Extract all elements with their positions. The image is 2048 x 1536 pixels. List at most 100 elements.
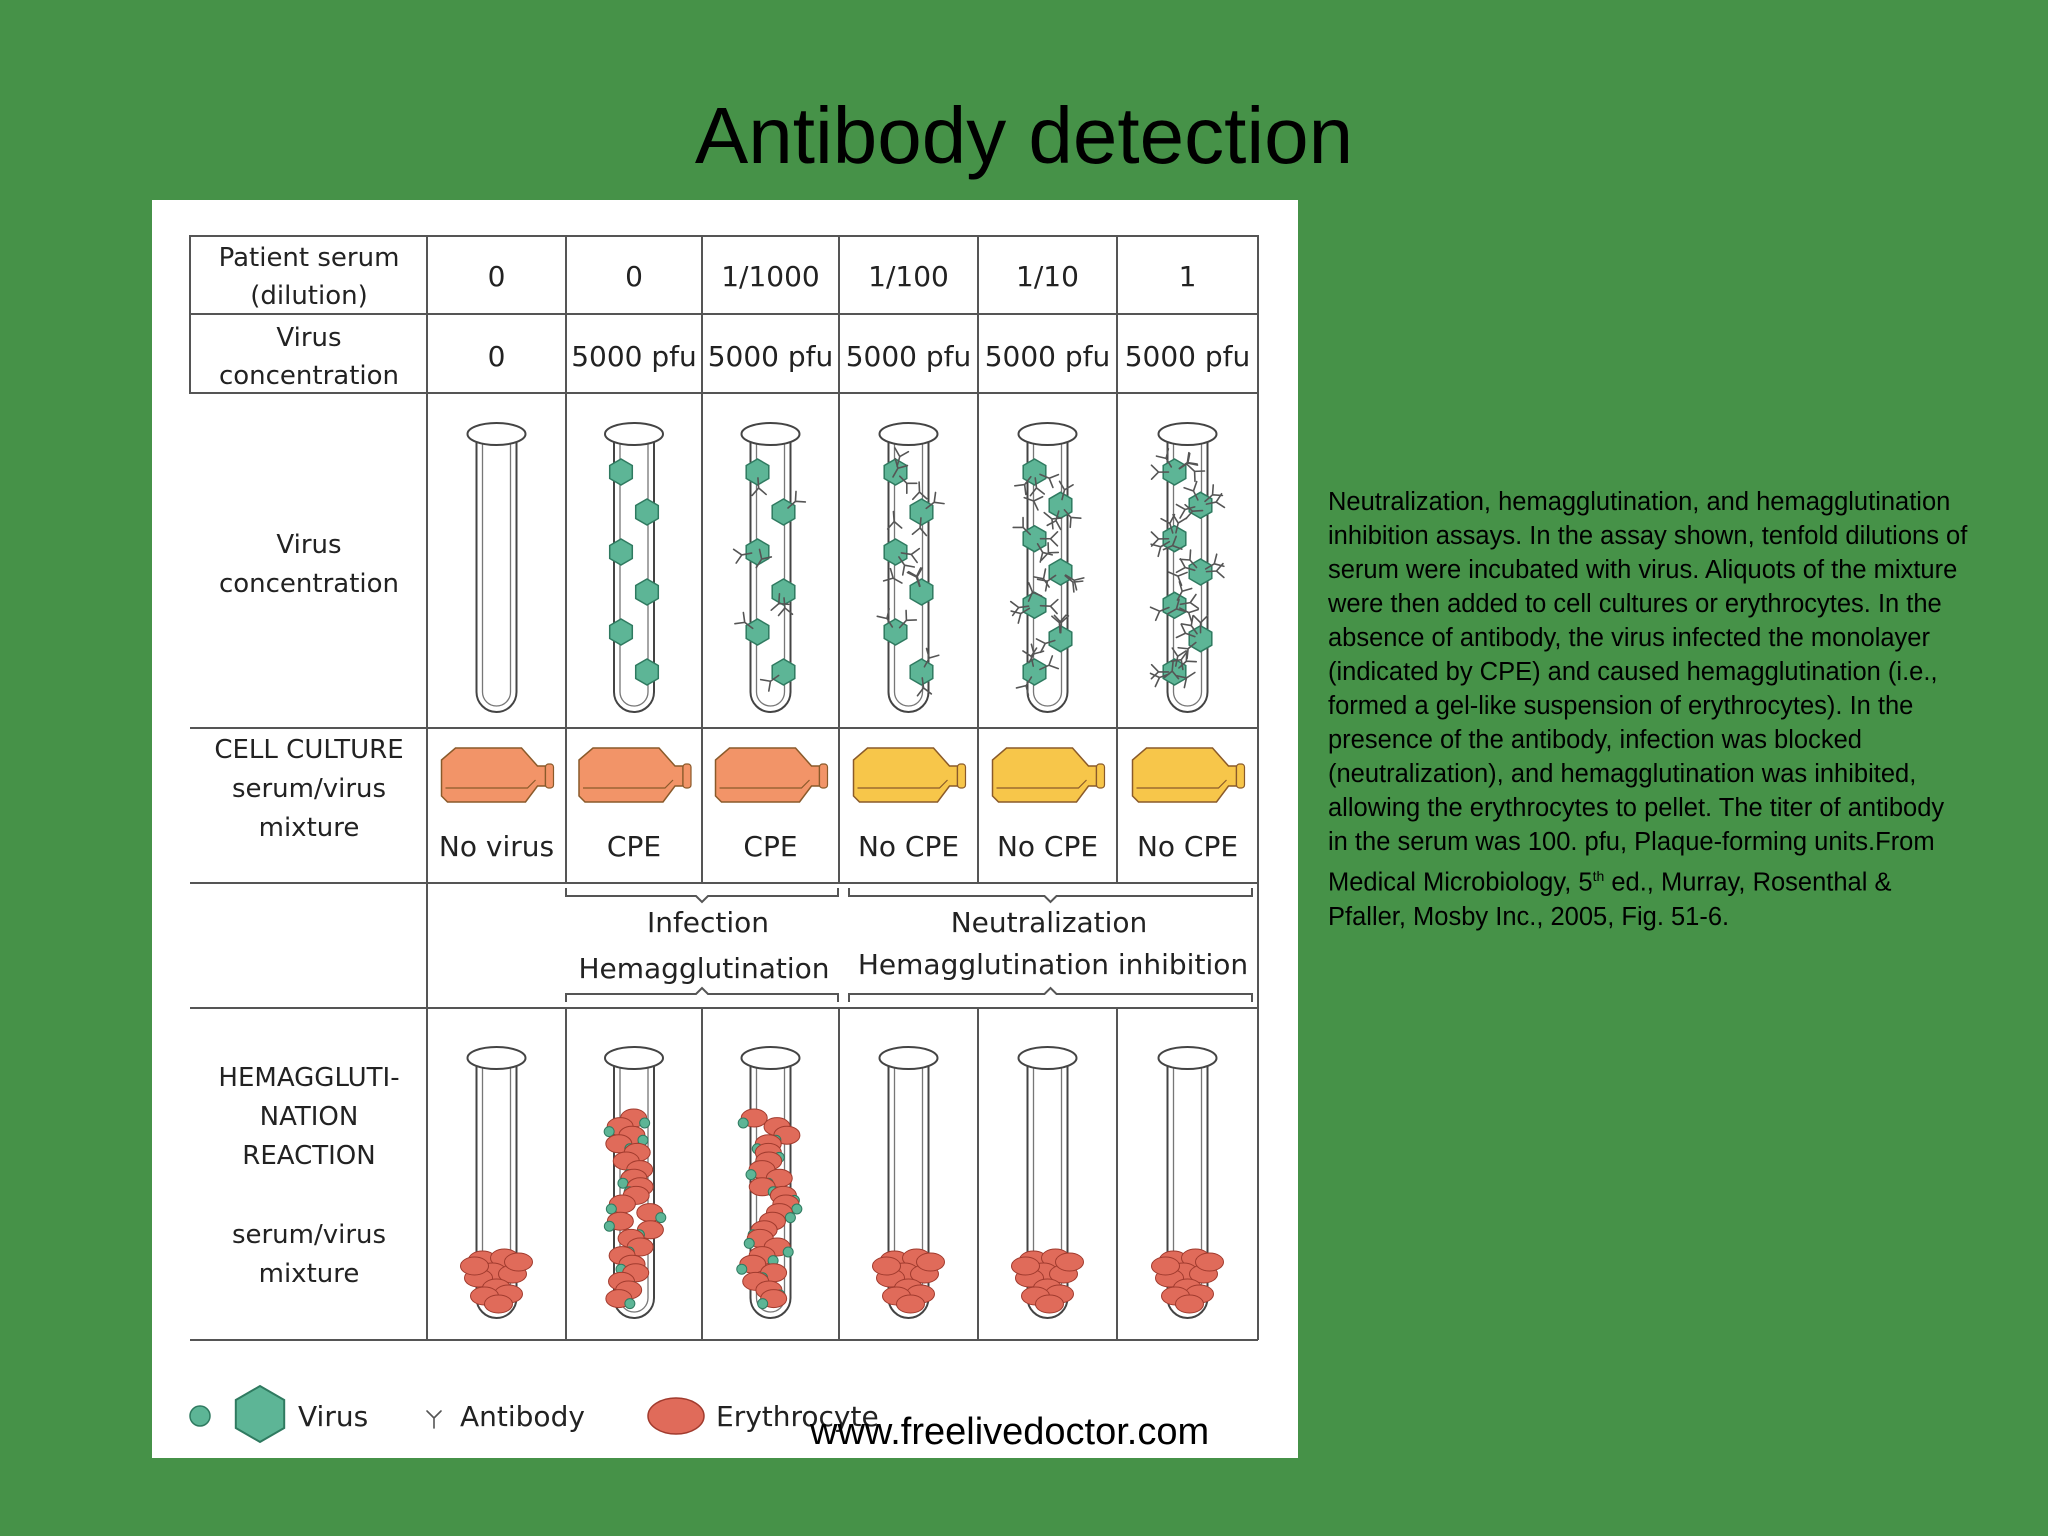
flask-cap xyxy=(682,763,692,789)
antibody-icon xyxy=(925,491,945,510)
antibody-stroke xyxy=(1033,568,1050,588)
row-header-virus-tubes: concentration xyxy=(219,569,399,599)
antibody-stroke xyxy=(1150,531,1170,547)
antibody-icon xyxy=(1184,503,1204,520)
virus-particle xyxy=(634,578,660,606)
antibody-stroke xyxy=(1205,562,1225,579)
antibody-icon xyxy=(755,548,773,569)
antibody-icon xyxy=(1051,614,1067,634)
legend-erythrocyte-label: Erythrocyte xyxy=(716,1400,879,1433)
antibody-icon xyxy=(1204,484,1224,503)
serum-dilution-value: 1 xyxy=(1179,260,1197,293)
serum-dilution-value: 0 xyxy=(488,260,506,293)
antibody-stroke xyxy=(1167,571,1188,587)
row-header-serum: Patient serum xyxy=(219,243,400,273)
virus-particle xyxy=(1188,624,1213,653)
antibody-icon xyxy=(1035,638,1056,654)
antibody-stroke xyxy=(892,457,909,478)
flask-edge xyxy=(583,779,674,789)
antibody-stroke xyxy=(1058,480,1074,501)
flask-body xyxy=(991,747,1098,803)
antibody-stroke xyxy=(1183,480,1199,501)
tube-illustrations xyxy=(460,422,1226,1319)
antibody-stroke xyxy=(906,567,922,588)
antibody-stroke xyxy=(1166,598,1187,615)
flask-body xyxy=(852,747,959,803)
erythrocyte xyxy=(504,1252,533,1272)
antibody-stroke xyxy=(1179,593,1200,610)
flask-edge xyxy=(445,779,536,789)
virus-concentration-value: 5000 pfu xyxy=(1125,340,1251,373)
antibody-stroke xyxy=(1039,655,1060,671)
antibody-stroke xyxy=(900,547,921,564)
antibody-icon xyxy=(1039,530,1059,547)
antibody-stroke xyxy=(770,592,790,611)
antibody-icon xyxy=(1064,574,1084,593)
virus-particle xyxy=(745,458,770,486)
virus-particle xyxy=(736,1263,748,1275)
legend-antibody-label: Antibody xyxy=(460,1400,585,1433)
antibody-icon xyxy=(1179,593,1200,610)
antibody-icon xyxy=(1010,607,1031,624)
virus-particle xyxy=(771,578,796,606)
antibody-stroke xyxy=(1149,606,1170,622)
caption-text-end: ed., Murray, Rosenthal & Pfaller, Mosby … xyxy=(1328,868,1892,931)
erythrocyte-icon xyxy=(647,1397,705,1435)
virus-particle xyxy=(784,1212,796,1224)
antibody-icon xyxy=(1175,558,1196,574)
watermark: www.freelivedoctor.com xyxy=(810,1411,1210,1453)
virus-particle xyxy=(608,538,634,566)
tube-rim xyxy=(740,1046,801,1070)
erythrocyte xyxy=(1055,1252,1084,1272)
group-label-hemagglutination: Hemagglutination xyxy=(578,952,829,985)
culture-flask xyxy=(852,747,967,803)
antibody-icon xyxy=(734,611,754,630)
flask-body xyxy=(1131,747,1238,803)
erythrocyte xyxy=(1195,1252,1224,1272)
erythrocyte xyxy=(916,1252,945,1272)
antibody-icon xyxy=(898,475,918,495)
row-header-hemagglutination-sub: mixture xyxy=(259,1259,360,1289)
virus-particle xyxy=(791,1203,803,1215)
antibody-stroke xyxy=(426,1410,442,1429)
antibody-stroke xyxy=(876,608,894,628)
antibody-icon xyxy=(1039,655,1060,671)
antibody-stroke xyxy=(1204,484,1224,503)
tube-rim xyxy=(1017,1046,1078,1070)
flask-body xyxy=(578,747,684,803)
row-header-hemagglutination: HEMAGGLUTI- xyxy=(218,1063,399,1093)
antibody-stroke xyxy=(734,611,754,630)
tube-inner xyxy=(1172,440,1203,707)
antibody-stroke xyxy=(1028,643,1045,664)
row-header-cell-culture: mixture xyxy=(259,813,360,843)
virus-particle xyxy=(1022,658,1047,686)
virus-particle xyxy=(1162,658,1187,686)
antibody-stroke xyxy=(1162,535,1183,551)
antibody-icon xyxy=(1040,542,1060,561)
virus-particle xyxy=(639,1117,651,1129)
tube-rim xyxy=(878,1046,939,1070)
virus-particle xyxy=(634,498,660,526)
antibody-stroke xyxy=(898,609,918,629)
tube-inner xyxy=(893,440,924,707)
antibody-stroke xyxy=(755,548,773,569)
virus-particle xyxy=(603,1126,615,1138)
virus-particle xyxy=(608,618,634,646)
flask-body xyxy=(440,747,547,803)
antibody-stroke xyxy=(759,674,780,692)
antibody-stroke xyxy=(925,491,945,510)
antibody-stroke xyxy=(1051,614,1067,634)
group-bracket-right-bottom xyxy=(848,986,1253,1002)
antibody-icon xyxy=(1175,623,1196,639)
tube-inner xyxy=(481,440,512,707)
antibody-icon xyxy=(1205,562,1225,579)
antibody-stroke xyxy=(1043,511,1063,530)
antibody-icon xyxy=(732,548,753,564)
row-header-cell-culture: serum/virus xyxy=(232,774,386,804)
antibody-stroke xyxy=(1175,671,1196,689)
legend-virus-label: Virus xyxy=(298,1400,368,1433)
antibody-icon xyxy=(900,547,921,564)
antibody-stroke xyxy=(751,477,767,497)
antibody-stroke xyxy=(1015,676,1033,697)
serum-dilution-value: 1/1000 xyxy=(721,260,820,293)
